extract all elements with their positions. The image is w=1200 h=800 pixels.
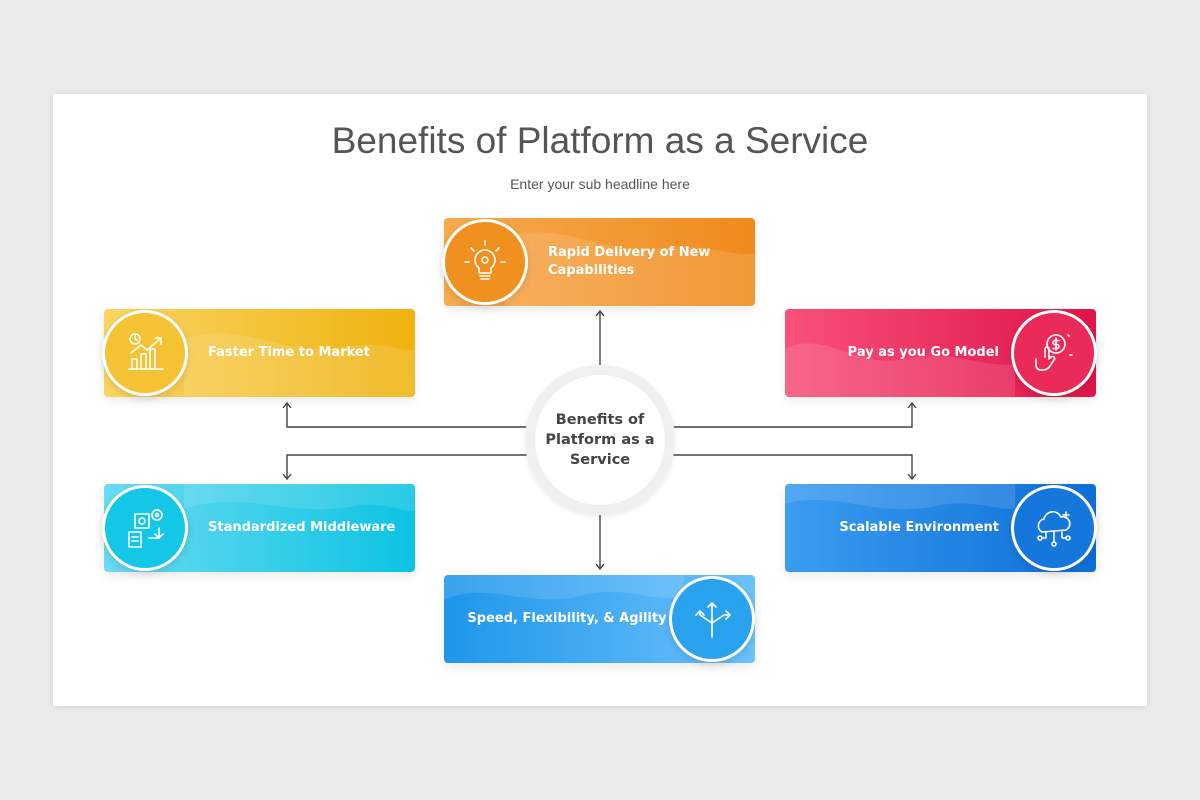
- hub-label: Benefits of Platform as a Service: [545, 412, 655, 468]
- wave-decoration: [184, 333, 415, 397]
- lightbulb-gear-icon: [464, 240, 506, 280]
- connector-lower-right: [672, 454, 912, 479]
- document-gears-icon: [128, 509, 164, 548]
- benefit-badge-speed-flexibility: [669, 576, 755, 662]
- wave-decoration: [785, 343, 1015, 397]
- benefit-label: Faster Time to Market: [208, 345, 370, 360]
- benefit-badge-pay-as-you-go: [1011, 310, 1097, 396]
- benefit-label: Speed, Flexibility, & Agility: [467, 611, 667, 626]
- benefit-badge-faster-time: [102, 310, 188, 396]
- growth-chart-icon: [128, 333, 164, 370]
- benefit-label: Standardized Middleware: [208, 520, 396, 535]
- hub-circle: Benefits of Platform as a Service: [535, 375, 665, 505]
- wave-decoration: [184, 484, 415, 511]
- benefit-label: Pay as you Go Model: [847, 345, 999, 360]
- wave-decoration: [444, 575, 684, 600]
- page-title: Benefits of Platform as a Service: [331, 120, 869, 161]
- connector-upper-left: [287, 403, 528, 428]
- page-subtitle: Enter your sub headline here: [510, 176, 690, 192]
- connector-lower-left: [287, 454, 528, 479]
- connector-upper-right: [672, 403, 912, 428]
- benefit-label: Scalable Environment: [839, 520, 999, 535]
- cloud-network-icon: [1037, 511, 1071, 547]
- wave-decoration: [785, 484, 1015, 510]
- hand-coin-icon: [1035, 334, 1073, 371]
- split-arrows-icon: [695, 602, 731, 638]
- benefit-badge-rapid-delivery: [442, 219, 528, 305]
- benefit-badge-scalable-environment: [1011, 485, 1097, 571]
- benefit-label: Rapid Delivery of New Capabilities: [548, 245, 711, 278]
- wave-decoration: [504, 232, 755, 306]
- benefit-badge-standardized-middleware: [102, 485, 188, 571]
